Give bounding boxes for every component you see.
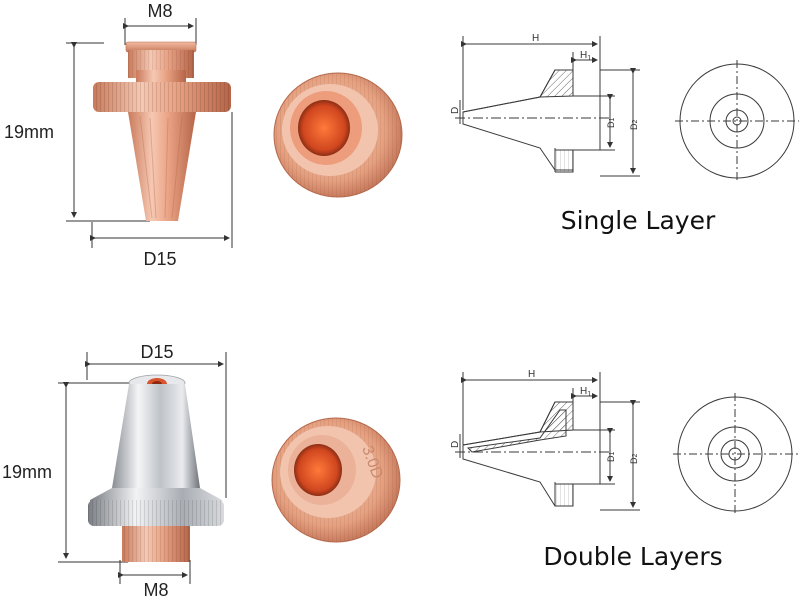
single-layer-caption: Single Layer: [561, 206, 716, 235]
bottom-d2-label: D2: [629, 454, 639, 465]
single-layer-nozzle-side: [93, 41, 231, 221]
top-diameter-dimension: [90, 112, 233, 248]
top-d-label: D: [450, 107, 461, 114]
top-height-dimension: [66, 42, 150, 222]
top-diameter-label: D15: [143, 249, 176, 269]
top-h1-label: H1: [580, 50, 591, 62]
single-layer-technical-drawing: [455, 36, 640, 177]
top-thread-label: M8: [147, 1, 172, 21]
double-layer-technical-drawing: [455, 372, 640, 511]
bottom-d-label: D: [450, 441, 461, 448]
bottom-h1-label: H1: [580, 386, 591, 398]
double-layer-front-view: [673, 393, 799, 515]
double-layer-section: D15 19mm M8: [2, 342, 799, 600]
single-layer-nozzle-front: [273, 72, 403, 198]
top-d1-label: D1: [606, 118, 616, 129]
double-layer-nozzle-front: 3.0D: [271, 417, 401, 543]
single-layer-front-view: [675, 60, 799, 182]
bottom-d1-label: D1: [606, 452, 616, 463]
bottom-thread-label: M8: [143, 580, 168, 600]
top-d2-label: D2: [629, 120, 639, 131]
bottom-diameter-dimension: [85, 352, 227, 498]
double-layer-nozzle-side: [88, 374, 224, 562]
single-layer-section: M8 19mm D15: [4, 1, 799, 269]
top-thread-dimension: [123, 18, 197, 45]
top-h-label: H: [532, 33, 539, 44]
top-height-label: 19mm: [4, 122, 54, 142]
bottom-height-dimension: [58, 382, 135, 563]
bottom-thread-dimension: [118, 560, 191, 584]
double-layer-caption: Double Layers: [543, 542, 722, 571]
bottom-diameter-label: D15: [140, 342, 173, 362]
bottom-h-label: H: [528, 369, 535, 380]
bottom-height-label: 19mm: [2, 462, 52, 482]
